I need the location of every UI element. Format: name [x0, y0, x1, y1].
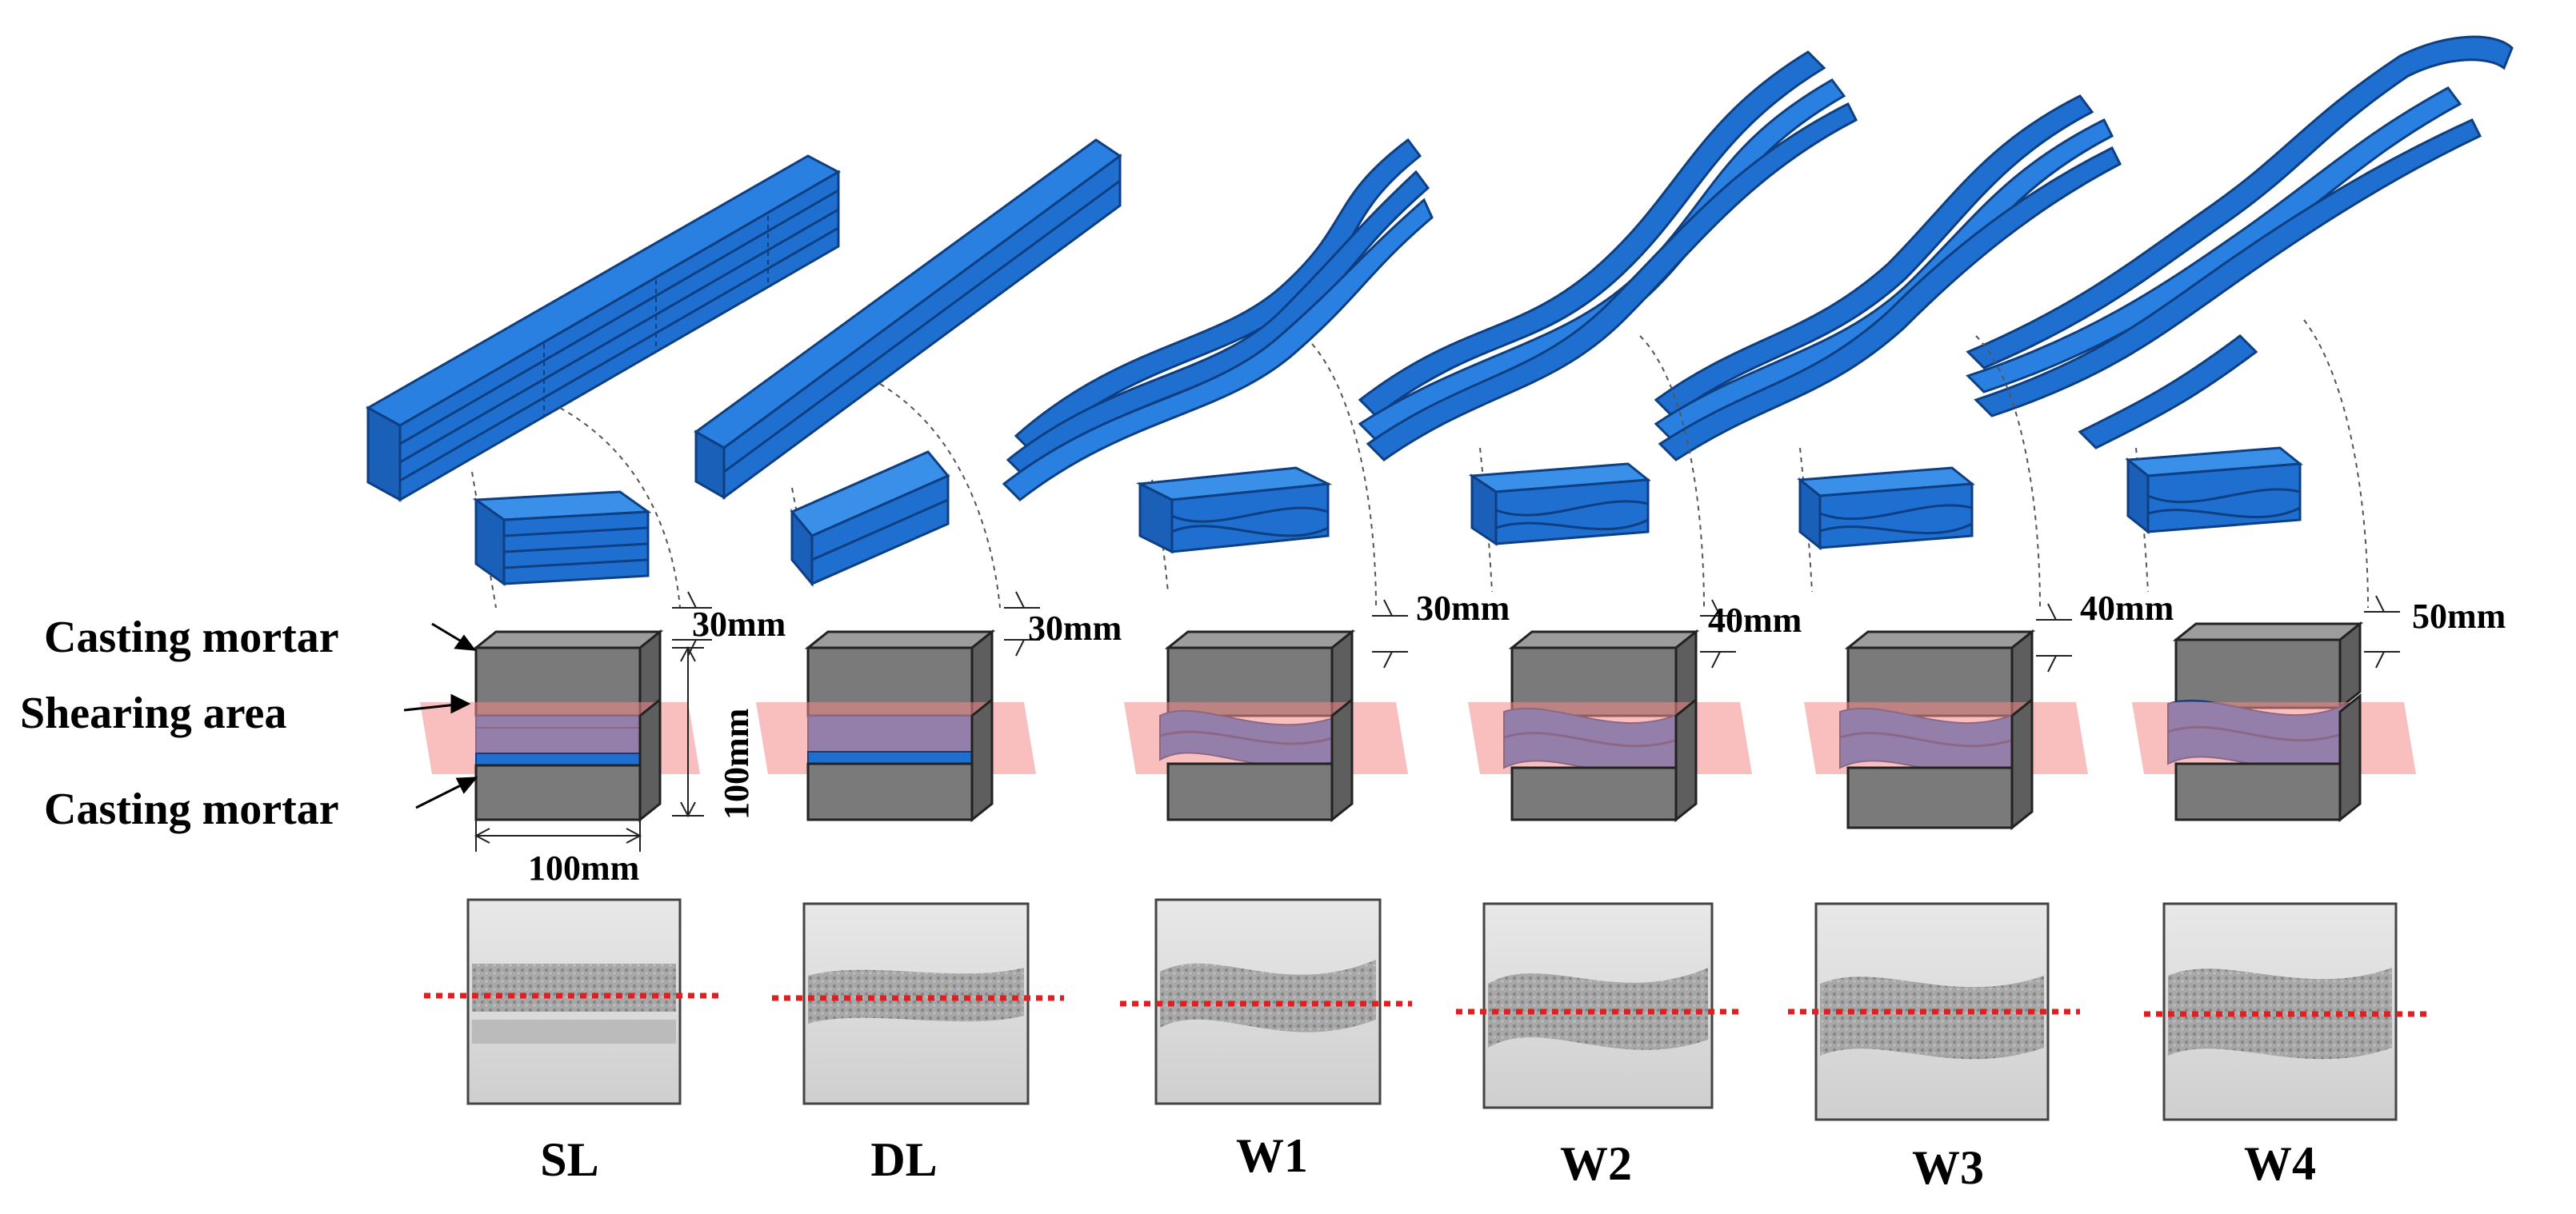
sl-long-strip	[365, 154, 842, 502]
specimen-w4	[2132, 621, 2416, 823]
specimen-sl	[420, 629, 700, 823]
w3-thickness-label: 40mm	[2080, 589, 2174, 628]
name-w4: W4	[2244, 1137, 2316, 1190]
photo-w1	[1120, 898, 1412, 1105]
sl-small-block	[472, 490, 652, 586]
thickness-markers	[672, 591, 2400, 673]
w4-thickness-label: 50mm	[2412, 597, 2506, 636]
name-w3: W3	[1912, 1141, 1984, 1194]
width-label: 100mm	[528, 849, 639, 888]
specimen-w2	[1468, 629, 1752, 823]
w3-long-strip	[1654, 94, 2122, 461]
specimen-dl	[756, 629, 1036, 823]
specimen-w3	[1804, 629, 2088, 831]
w1-long-strip	[1002, 138, 1434, 501]
w3-small-block	[1797, 466, 1975, 551]
sl-dimensions	[474, 645, 704, 852]
specimen-w1	[1124, 629, 1408, 823]
w2-long-strip	[1358, 50, 1858, 461]
w4-long-strip	[1966, 35, 2514, 449]
name-dl: DL	[870, 1133, 937, 1186]
photo-dl	[772, 902, 1064, 1105]
name-w2: W2	[1560, 1137, 1632, 1190]
name-w1: W1	[1236, 1129, 1308, 1182]
photo-w3	[1788, 902, 2080, 1121]
name-sl: SL	[540, 1133, 598, 1186]
photo-w2	[1456, 902, 1744, 1109]
shearing-area-label: Shearing area	[20, 689, 286, 738]
side-arrows	[403, 622, 478, 809]
height-label: 100mm	[717, 709, 756, 820]
w1-thickness-label: 30mm	[1416, 589, 1510, 628]
sl-thickness-label: 30mm	[692, 605, 786, 644]
top-mortar-label: Casting mortar	[44, 613, 339, 662]
dl-small-block	[790, 450, 950, 588]
photo-sl	[424, 898, 720, 1105]
dl-long-strip	[694, 138, 1122, 500]
photo-w4	[2144, 902, 2432, 1121]
w2-thickness-label: 40mm	[1708, 601, 1802, 640]
dl-thickness-label: 30mm	[1028, 609, 1122, 648]
w1-small-block	[1135, 466, 1333, 554]
w2-small-block	[1468, 462, 1651, 546]
w4-small-block	[2125, 446, 2303, 535]
bottom-mortar-label: Casting mortar	[44, 785, 339, 834]
